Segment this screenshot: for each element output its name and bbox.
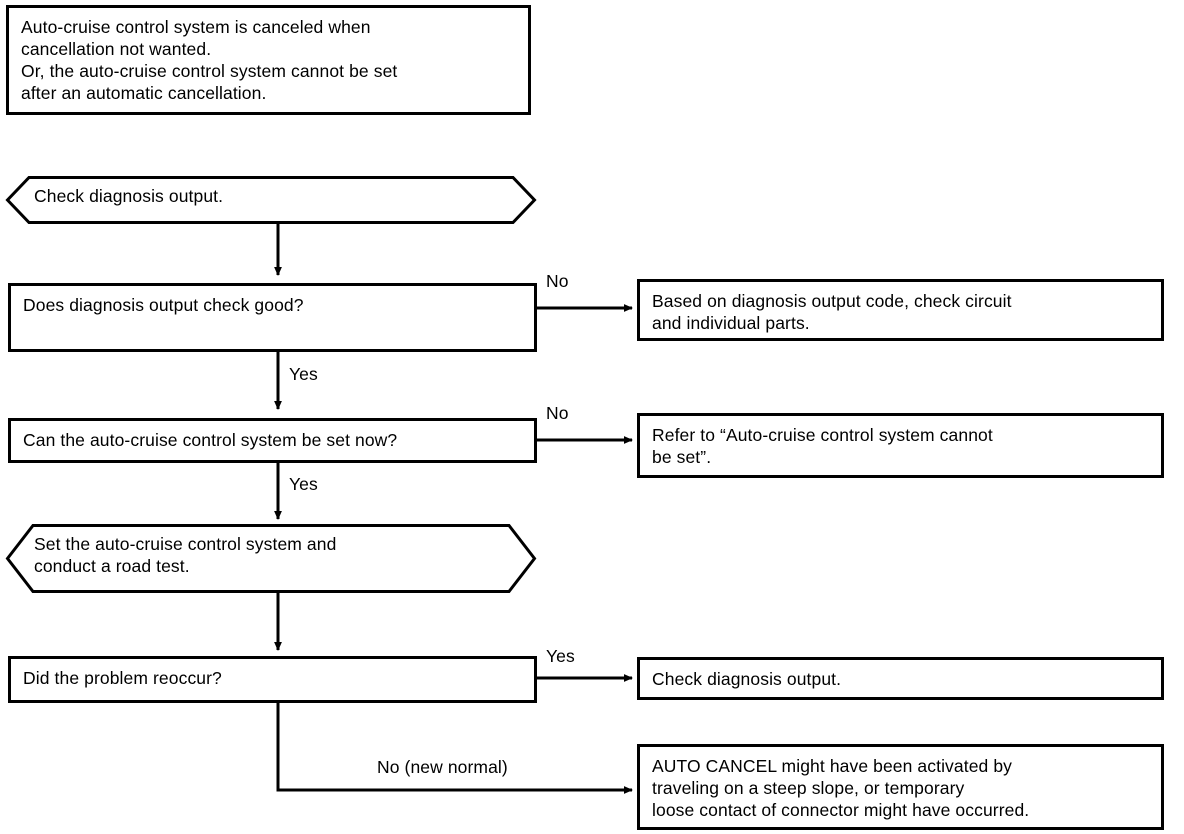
edge-label-yes-3: Yes	[546, 646, 575, 666]
edge-label-no-1: No	[546, 271, 569, 291]
node-label: Can the auto-cruise control system be se…	[23, 430, 398, 450]
node-did-the-problem-reoccur[interactable]: Did the problem reoccur?	[8, 656, 537, 703]
hexagon-outline	[5, 176, 537, 224]
node-label: Check diagnosis output.	[652, 669, 842, 689]
node-label: Did the problem reoccur?	[23, 668, 222, 688]
node-does-diagnosis-output-check-good[interactable]: Does diagnosis output check good?	[8, 283, 537, 352]
node-label: Set the auto-cruise control system and c…	[34, 534, 337, 576]
problem-statement-text: Auto-cruise control system is canceled w…	[21, 17, 398, 103]
node-label: AUTO CANCEL might have been activated by…	[652, 756, 1030, 820]
hexagon-outline	[5, 524, 537, 593]
node-label: Based on diagnosis output code, check ci…	[652, 291, 1012, 333]
node-check-diagnosis-output-start[interactable]: Check diagnosis output.	[5, 176, 537, 224]
node-label: Check diagnosis output.	[34, 186, 224, 206]
edge-label-yes-1: Yes	[289, 364, 318, 384]
edge-label-no-new-normal: No (new normal)	[377, 757, 508, 777]
node-set-system-and-conduct-road-test[interactable]: Set the auto-cruise control system and c…	[5, 524, 537, 593]
problem-statement-box: Auto-cruise control system is canceled w…	[6, 5, 531, 115]
edge-label-no-2: No	[546, 403, 569, 423]
node-auto-cancel-might-have-been-activated[interactable]: AUTO CANCEL might have been activated by…	[637, 744, 1164, 830]
node-can-the-auto-cruise-control-system-be-set-now[interactable]: Can the auto-cruise control system be se…	[8, 418, 537, 463]
node-check-diagnosis-output-again[interactable]: Check diagnosis output.	[637, 657, 1164, 700]
node-based-on-diagnosis-output-code[interactable]: Based on diagnosis output code, check ci…	[637, 279, 1164, 341]
node-label: Refer to “Auto-cruise control system can…	[652, 425, 993, 467]
node-refer-to-auto-cruise-cannot-be-set[interactable]: Refer to “Auto-cruise control system can…	[637, 413, 1164, 478]
edge-label-yes-2: Yes	[289, 474, 318, 494]
node-label: Does diagnosis output check good?	[23, 295, 304, 315]
